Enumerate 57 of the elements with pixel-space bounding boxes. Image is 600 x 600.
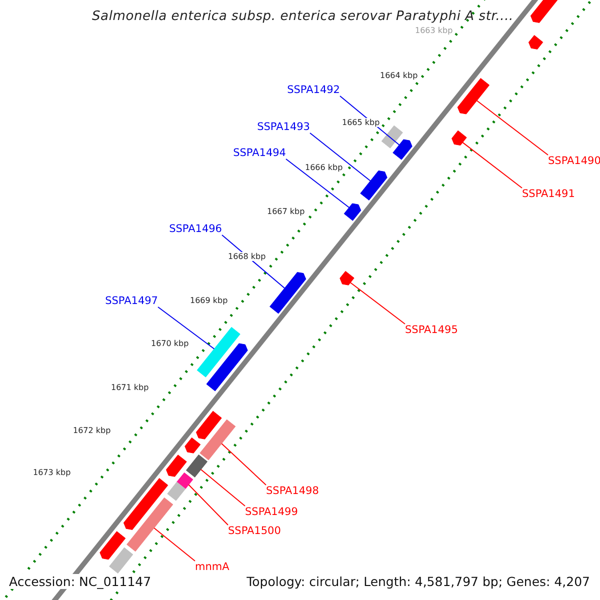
leader-line xyxy=(286,158,350,208)
leader-line xyxy=(200,468,246,506)
leader-line xyxy=(462,142,522,188)
gene-label: SSPA1492 xyxy=(287,84,340,96)
gene-feature xyxy=(344,203,362,221)
gene-label: SSPA1494 xyxy=(233,147,286,159)
gene-label: SSPA1493 xyxy=(257,121,310,133)
map-title: Salmonella enterica subsp. enterica serovar Paratyphi A str.... xyxy=(92,9,514,24)
leader-line xyxy=(221,443,266,486)
gene-feature xyxy=(528,35,544,50)
leader-line xyxy=(350,282,406,324)
gene-feature xyxy=(360,170,388,200)
gene-block xyxy=(186,454,208,478)
gene-feature xyxy=(184,437,201,454)
gene-feature xyxy=(340,270,354,286)
gene-feature xyxy=(392,139,412,160)
scale-tick-label: 1673 kbp xyxy=(33,468,71,477)
gene-feature xyxy=(452,130,467,146)
gene-block xyxy=(200,419,236,460)
gene-block xyxy=(126,497,174,552)
gene-label: SSPA1498 xyxy=(266,485,319,497)
scale-tick-label: 1667 kbp xyxy=(267,207,305,216)
gene-block xyxy=(381,125,403,148)
leader-line xyxy=(310,132,371,182)
gene-feature xyxy=(196,410,222,440)
gene-label: SSPA1499 xyxy=(245,506,298,518)
gene-feature xyxy=(123,478,168,530)
gene-feature xyxy=(206,343,248,392)
leader-line xyxy=(158,306,215,350)
gene-label: SSPA1490 xyxy=(548,155,600,167)
gene-feature xyxy=(457,78,490,114)
gene-block xyxy=(196,326,240,378)
leader-line xyxy=(154,528,196,562)
scale-tick-label: 1664 kbp xyxy=(380,71,418,80)
scale-tick-label: 1669 kbp xyxy=(190,296,228,305)
gene-feature xyxy=(270,272,306,314)
footer-text: Accession: NC_011147 xyxy=(9,574,152,589)
scale-tick-label: 1668 kbp xyxy=(228,252,266,261)
gene-feature xyxy=(166,454,187,477)
gene-block xyxy=(176,472,194,490)
gene-label: SSPA1500 xyxy=(228,525,281,537)
scale-tick-label: 1670 kbp xyxy=(151,339,189,348)
scale-tick-label: 1671 kbp xyxy=(111,383,149,392)
scale-tick-label: 1665 kbp xyxy=(342,118,380,127)
gene-label: SSPA1495 xyxy=(405,324,458,336)
scale-tick-label: 1663 kbp xyxy=(415,26,453,35)
leader-line xyxy=(476,100,548,156)
gene-label: SSPA1497 xyxy=(105,295,158,307)
scale-tick-label: 1666 kbp xyxy=(305,163,343,172)
gene-label: mnmA xyxy=(195,561,230,573)
gene-block xyxy=(109,547,134,574)
gene-label: SSPA1496 xyxy=(169,223,222,235)
gene-feature xyxy=(100,531,126,560)
scale-tick-label: 1672 kbp xyxy=(73,426,111,435)
leader-line xyxy=(188,484,228,526)
footer-text: Topology: circular; Length: 4,581,797 bp; Genes: 4,207 xyxy=(246,574,590,589)
gene-label: SSPA1491 xyxy=(522,188,575,200)
